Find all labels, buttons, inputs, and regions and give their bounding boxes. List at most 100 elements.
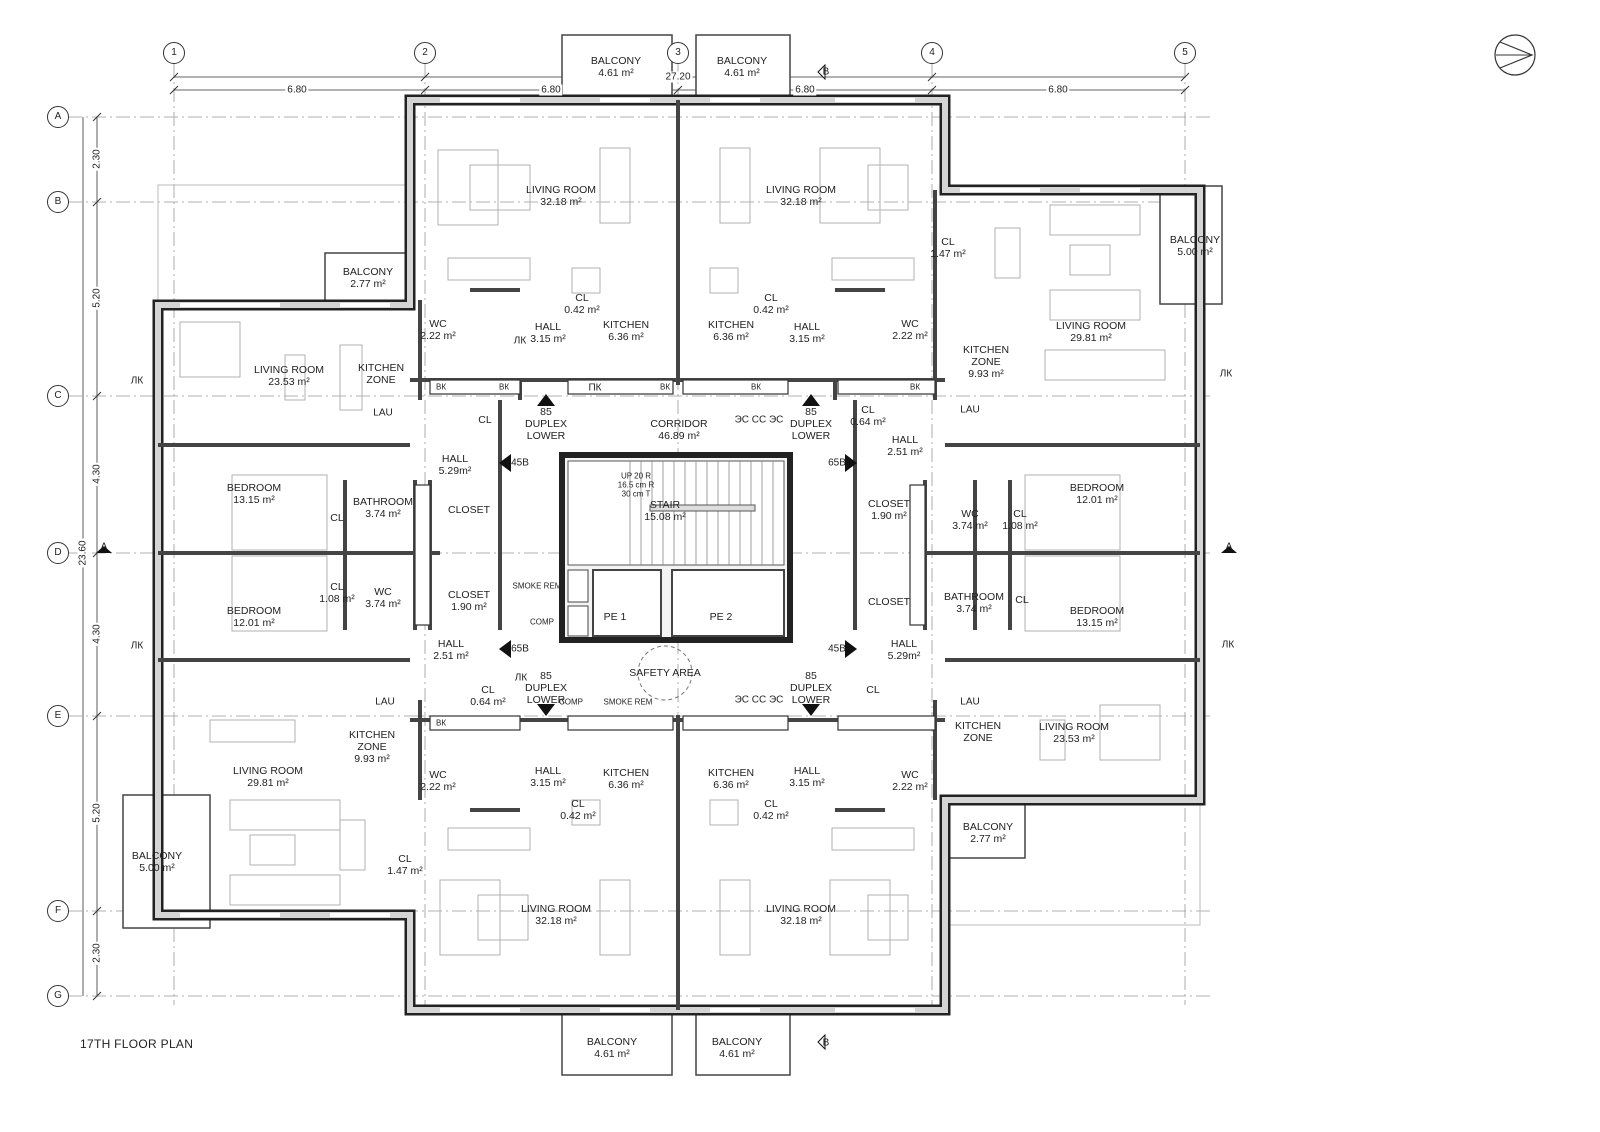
room-area: 46.89 m²: [658, 430, 700, 442]
room-name: CL: [1013, 508, 1027, 520]
furniture: [571, 799, 601, 826]
furniture: [229, 874, 341, 906]
plan-annotation: UP 20 R: [620, 471, 652, 481]
furniture: [339, 344, 363, 411]
room-name: CLOSET: [867, 498, 911, 510]
room-area: 12.01 m²: [1076, 494, 1118, 506]
room-area: 9.93 m²: [354, 753, 390, 765]
balcony-outline: [695, 34, 791, 101]
direction-marker: [537, 394, 555, 406]
room-area: 6.36 m²: [608, 331, 644, 343]
room-area: 6.36 m²: [608, 779, 644, 791]
furniture: [209, 719, 296, 743]
grid-row-d: D: [47, 542, 69, 564]
safety-area-circle: [637, 645, 693, 701]
plan-annotation: 45B: [511, 457, 529, 469]
room-area: 23.53 m²: [1053, 733, 1095, 745]
plan-annotation: COMP: [559, 697, 583, 707]
balcony-outline: [122, 794, 211, 929]
room-label: KITCHEN ZONE: [953, 720, 1003, 744]
furniture: [1024, 474, 1121, 551]
dimension-tick: [1180, 72, 1190, 82]
furniture: [469, 164, 531, 211]
elevator-pe2: [671, 569, 785, 637]
plan-annotation: ЛК: [1219, 368, 1233, 380]
plan-annotation: SMOKE REM: [512, 581, 562, 591]
plan-annotation: LAU: [960, 404, 980, 416]
furniture: [249, 834, 296, 866]
plan-annotation: 65B: [828, 457, 846, 469]
room-area: 0.42 m²: [560, 810, 596, 822]
dimension-span: 4.30: [91, 622, 103, 646]
room-area: 2.22 m²: [420, 781, 456, 793]
room-area: 3.74 m²: [952, 520, 988, 532]
furniture: [477, 894, 529, 941]
room-name: KITCHEN ZONE: [954, 720, 1002, 744]
furniture: [339, 819, 366, 871]
furniture: [1049, 204, 1141, 236]
room-name: HALL: [437, 638, 465, 650]
room-area: 1.90 m²: [871, 510, 907, 522]
direction-marker: [499, 454, 511, 472]
room-area: 2.77 m²: [970, 833, 1006, 845]
room-area: 0.64 m²: [850, 416, 886, 428]
dimension-span: 5.20: [91, 286, 103, 310]
service-shaft: [682, 715, 789, 731]
section-marker-icon: [817, 63, 826, 81]
grid-row-e: E: [47, 705, 69, 727]
room-name: LIVING ROOM: [765, 903, 837, 915]
plan-annotation: A: [1225, 541, 1233, 553]
room-name: BALCONY: [590, 55, 642, 67]
dimension-tick: [927, 85, 937, 95]
dimension-tick: [673, 85, 683, 95]
room-name: HALL: [534, 321, 562, 333]
furniture: [831, 257, 915, 281]
room-area: 2.22 m²: [892, 330, 928, 342]
room-name: KITCHEN ZONE: [348, 729, 396, 753]
furniture: [179, 321, 241, 378]
room-name: CL: [330, 512, 344, 524]
furniture: [447, 257, 531, 281]
direction-marker: [499, 640, 511, 658]
service-shaft: [429, 379, 521, 395]
room-label: PE 1: [604, 611, 627, 623]
room-area: 3.15 m²: [789, 333, 825, 345]
room-area: 3.74 m²: [956, 603, 992, 615]
plan-annotation: ВК: [751, 382, 761, 392]
furniture: [284, 354, 306, 401]
plan-annotation: ЛК: [513, 335, 527, 347]
direction-marker: [845, 640, 857, 658]
plan-annotation: LAU: [960, 696, 980, 708]
room-area: 1.90 m²: [451, 601, 487, 613]
plan-annotation: A: [100, 541, 108, 553]
room-name: CL: [398, 853, 412, 865]
room-area: 29.81 m²: [1070, 332, 1112, 344]
plan-annotation: ЛК: [130, 640, 144, 652]
room-area: 4.61 m²: [598, 67, 634, 79]
dimension-tick: [92, 112, 102, 122]
service-shaft: [837, 379, 936, 395]
room-name: BEDROOM: [226, 605, 282, 617]
furniture: [447, 827, 531, 851]
dimension-tick: [420, 72, 430, 82]
room-area: 12.01 m²: [233, 617, 275, 629]
dimension-span: 6.80: [539, 84, 563, 96]
furniture: [1049, 289, 1141, 321]
service-shaft: [429, 715, 521, 731]
room-area: 9.93 m²: [968, 368, 1004, 380]
